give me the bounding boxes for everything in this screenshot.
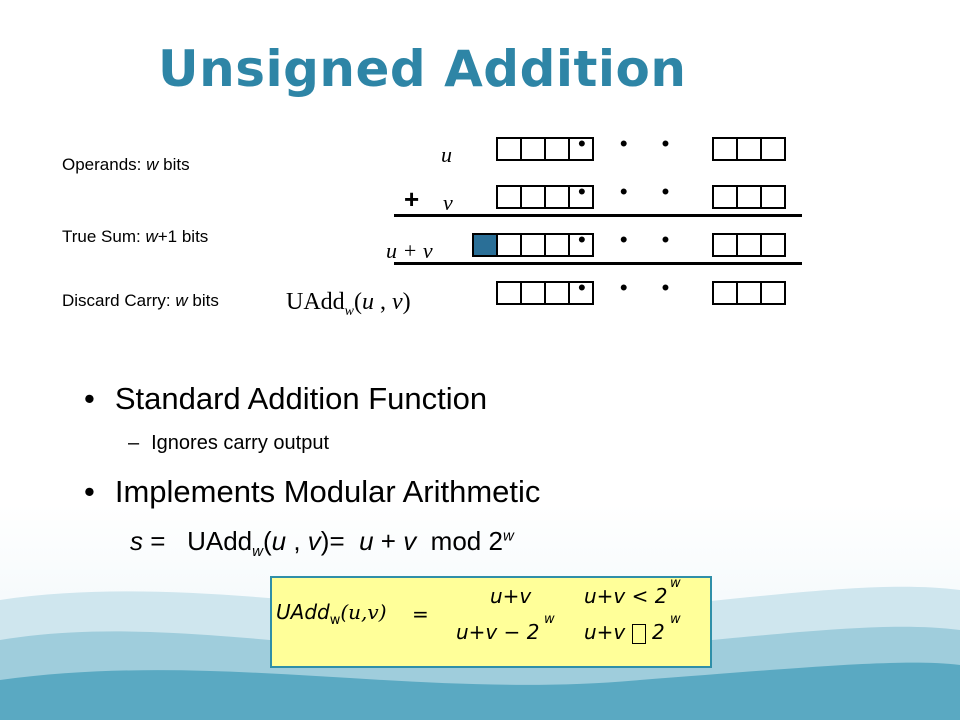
carry-bit-cell xyxy=(472,233,498,257)
case1-value: u+v xyxy=(490,584,532,608)
register-bit-cell xyxy=(520,137,546,161)
piecewise-lhs: UAddw(u,v) xyxy=(276,600,387,628)
register-bit-cell xyxy=(712,233,738,257)
register-bit-cell xyxy=(568,281,594,305)
register-bit-cell xyxy=(496,281,522,305)
piecewise-definition-box: UAddw(u,v) = u+v u+v < 2 w u+v − 2 w u+v… xyxy=(270,576,712,668)
case1-condition: u+v < 2 xyxy=(584,584,668,608)
register-bit-cell xyxy=(568,185,594,209)
case2-value: u+v − 2 xyxy=(456,620,540,644)
discard-carry-label: Discard Carry: w bits xyxy=(62,291,219,310)
register-bit-cell xyxy=(544,185,570,209)
register-sum: • • • xyxy=(472,227,786,257)
sum-label: u + v xyxy=(386,238,433,263)
case1-exponent: w xyxy=(670,576,681,591)
register-bit-cell xyxy=(712,137,738,161)
register-bit-cell xyxy=(496,185,522,209)
case2-value-exponent: w xyxy=(544,612,555,627)
case2-exponent: w xyxy=(670,612,681,627)
register-bit-cell xyxy=(736,137,762,161)
register-bit-cell xyxy=(568,233,594,257)
discard-rule xyxy=(394,262,802,265)
sum-rule xyxy=(394,214,802,217)
register-bit-cell xyxy=(760,281,786,305)
register-bit-cell xyxy=(736,233,762,257)
bullet-standard-addition: •Standard Addition Function xyxy=(84,381,488,416)
register-bit-cell xyxy=(712,281,738,305)
register-bit-cell xyxy=(736,185,762,209)
missing-glyph-box xyxy=(631,623,646,644)
register-bit-cell xyxy=(712,185,738,209)
piecewise-equals: = xyxy=(412,602,429,626)
register-bit-cell xyxy=(496,233,522,257)
register-v: • • • xyxy=(496,179,786,209)
register-u: • • • xyxy=(496,131,786,161)
register-bit-cell xyxy=(760,233,786,257)
ellipsis-dots: • • • xyxy=(578,179,684,204)
sub-bullet-ignores-carry: –Ignores carry output xyxy=(128,432,329,454)
register-uadd: • • • xyxy=(496,275,786,305)
uadd-label: UAddw(u , v) xyxy=(286,289,411,319)
ellipsis-dots: • • • xyxy=(578,275,684,300)
slide-title: Unsigned Addition xyxy=(158,40,687,98)
register-bit-cell xyxy=(544,137,570,161)
register-bit-cell xyxy=(736,281,762,305)
register-bit-cell xyxy=(760,137,786,161)
register-bit-cell xyxy=(520,281,546,305)
bullet-modular-arithmetic: •Implements Modular Arithmetic xyxy=(84,474,541,509)
ellipsis-dots: • • • xyxy=(578,131,684,156)
register-bit-cell xyxy=(760,185,786,209)
register-bit-cell xyxy=(520,185,546,209)
plus-sign: + xyxy=(404,184,420,214)
register-bit-cell xyxy=(568,137,594,161)
operands-label: Operands: w bits xyxy=(62,155,190,174)
register-bit-cell xyxy=(496,137,522,161)
true-sum-label: True Sum: w+1 bits xyxy=(62,227,209,246)
uadd-equation: s = UAddw(u , v)= u + v mod 2w xyxy=(130,526,514,561)
operand-u: u xyxy=(441,142,452,167)
register-bit-cell xyxy=(520,233,546,257)
register-bit-cell xyxy=(544,233,570,257)
case2-condition: u+v 2 xyxy=(584,620,665,644)
operand-v: v xyxy=(443,190,453,215)
register-bit-cell xyxy=(544,281,570,305)
ellipsis-dots: • • • xyxy=(578,227,684,252)
